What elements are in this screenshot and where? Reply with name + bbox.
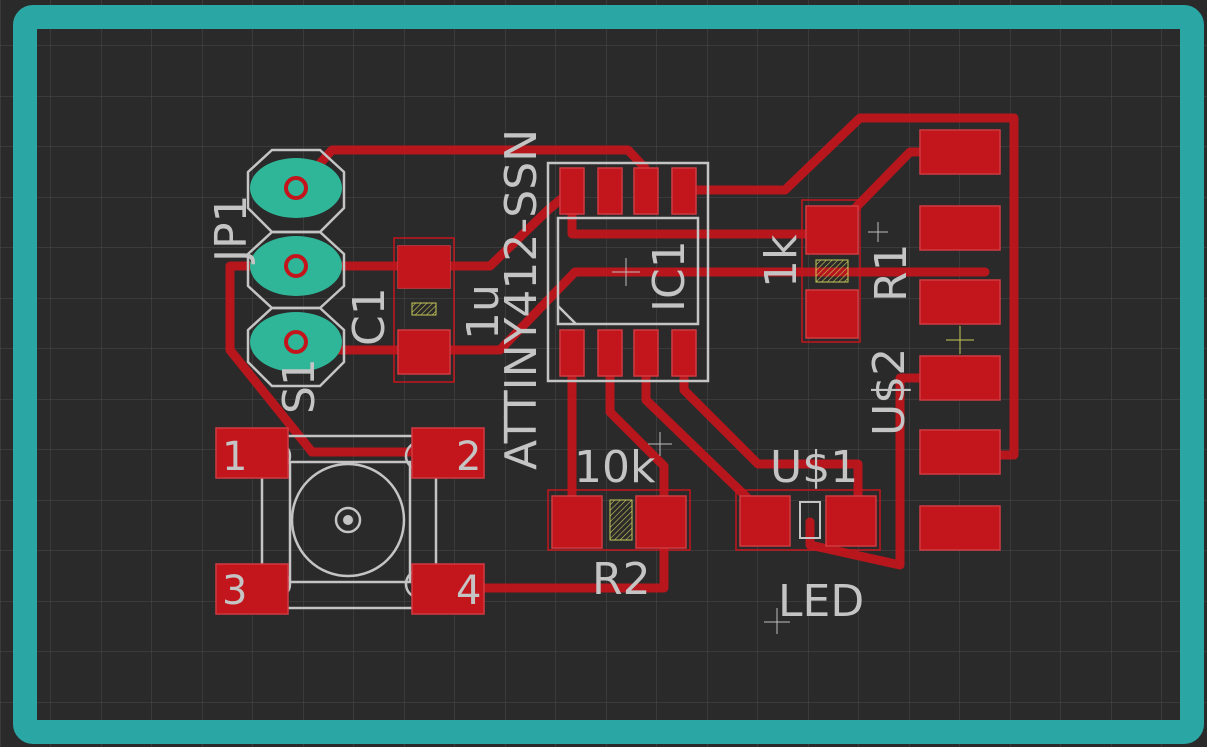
jp1-hole-1 [284, 176, 308, 200]
c1-label: C1 [344, 287, 395, 346]
switch-s1[interactable]: 1 2 3 4 S1 [215, 358, 485, 615]
board-outline[interactable] [13, 5, 1204, 744]
ic1-silk-body [556, 216, 700, 326]
switch-pin4-label: 4 [456, 568, 481, 614]
ic1-pin1-mark [557, 305, 577, 325]
us1-led[interactable]: U$1 LED [735, 442, 881, 634]
r2-value: 10k [574, 442, 656, 493]
us2-pad-2[interactable] [919, 205, 1001, 251]
switch-pad-2[interactable] [411, 427, 485, 479]
r1-value: 1k [756, 234, 807, 288]
ic1-pad-7[interactable] [633, 329, 659, 377]
ic1-pad-2[interactable] [597, 167, 623, 215]
us2-pad-1[interactable] [919, 129, 1001, 175]
us1-pad-2[interactable] [825, 495, 877, 547]
switch-ref-label: S1 [274, 358, 325, 414]
us1-body-outline [735, 489, 881, 551]
ic1-pad-4[interactable] [671, 167, 697, 215]
r1-pad-1[interactable] [805, 205, 859, 255]
r1-resistor[interactable]: 1k R1 [756, 199, 917, 343]
c1-pad-2[interactable] [397, 329, 451, 375]
r1-body [815, 259, 849, 283]
jp1-header[interactable]: JP1 [206, 148, 346, 388]
r2-label: R2 [592, 554, 651, 605]
ic1-part-label: ATTINY412-SSN [496, 129, 547, 470]
r1-body-outline [801, 199, 861, 343]
jp1-silk-outline-3 [246, 306, 346, 388]
ic1-pad-5[interactable] [559, 329, 585, 377]
ic1-pad-6[interactable] [597, 329, 623, 377]
ic1-attiny[interactable]: ATTINY412-SSN IC1 [496, 129, 710, 470]
ic1-label: IC1 [644, 240, 695, 312]
c1-value: 1u [458, 284, 509, 340]
jp1-hole-2 [284, 254, 308, 278]
switch-pad-1[interactable] [215, 427, 289, 479]
us2-label: U$2 [864, 348, 915, 436]
us2-pad-4[interactable] [919, 355, 1001, 401]
c1-body-outline [393, 237, 455, 383]
us1-body [799, 501, 821, 539]
switch-pad-4[interactable] [411, 563, 485, 615]
trace-jp1-pin3-c1[interactable] [291, 267, 990, 355]
trace-ic-pin8-led[interactable] [679, 347, 863, 527]
r2-pad-1[interactable] [551, 495, 603, 549]
switch-pin3-label: 3 [222, 568, 247, 614]
c1-capacitor[interactable]: C1 1u [344, 237, 509, 383]
switch-button-outer [290, 462, 406, 578]
c1-body [411, 302, 437, 316]
switch-button-inner [334, 506, 362, 534]
jp1-pad-2[interactable] [250, 236, 342, 296]
ic1-pad-1[interactable] [559, 167, 585, 215]
r2-resistor[interactable]: 10k R2 [547, 432, 691, 605]
jp1-pad-1[interactable] [250, 158, 342, 218]
us2-pad-3[interactable] [919, 279, 1001, 325]
switch-silk-body [260, 434, 438, 610]
jp1-pad-3[interactable] [250, 312, 342, 372]
r1-pad-2[interactable] [805, 289, 859, 339]
us2-connector[interactable]: U$2 [864, 129, 1001, 551]
ic1-pad-3[interactable] [633, 167, 659, 215]
switch-silk-inner [288, 460, 412, 584]
ic1-silk-outline [546, 161, 710, 383]
switch-button-dot [343, 515, 353, 525]
r2-body [609, 499, 633, 541]
jp1-label: JP1 [206, 194, 257, 265]
r2-body-outline [547, 489, 691, 551]
switch-pad-3[interactable] [215, 563, 289, 615]
us2-pad-6[interactable] [919, 505, 1001, 551]
switch-pin2-label: 2 [456, 434, 481, 480]
us1-label: U$1 [770, 442, 858, 493]
ic1-pad-8[interactable] [671, 329, 697, 377]
switch-pin1-label: 1 [222, 434, 247, 480]
us2-pad-5[interactable] [919, 429, 1001, 475]
us1-pad-1[interactable] [739, 495, 791, 547]
c1-pad-1-fill [398, 246, 450, 288]
r2-pad-2[interactable] [635, 495, 687, 549]
jp1-hole-3 [284, 330, 308, 354]
trace-ic-r1-us2[interactable] [679, 113, 1019, 460]
r1-label: R1 [866, 243, 917, 302]
led-label: LED [778, 576, 864, 627]
